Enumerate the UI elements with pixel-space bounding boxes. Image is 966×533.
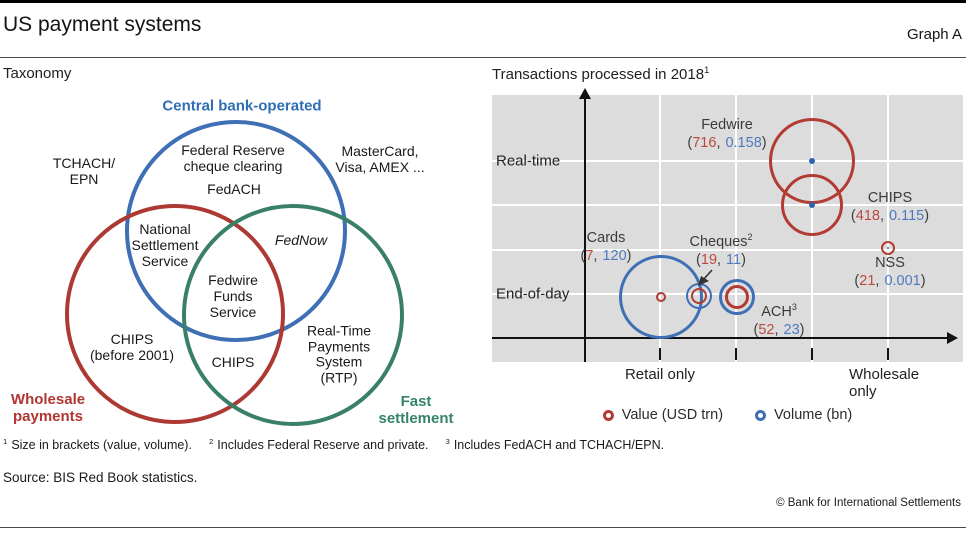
bubble-values: 7160.158 <box>687 135 766 153</box>
header-divider <box>0 57 966 58</box>
right-panel-title: Transactions processed in 20181 <box>492 65 709 83</box>
bubble-label-ach: ACH3 5223 <box>754 302 805 340</box>
bubble-name: Cheques2 <box>689 232 753 250</box>
x-axis-tick <box>887 348 889 360</box>
right-panel-title-text: Transactions processed in 2018 <box>492 66 705 83</box>
x-axis-label-retail-only: Retail only <box>624 366 696 383</box>
bubble-label-cheques: Cheques2 1911 <box>689 232 752 270</box>
venn-item-chips-before-2001: CHIPS (before 2001) <box>89 331 175 363</box>
bubble-name: Cards <box>586 230 626 246</box>
x-axis-tick <box>811 348 813 360</box>
bubble-values: 7120 <box>581 248 632 266</box>
bubble-name: NSS <box>875 255 905 271</box>
venn-item-fednow: FedNow <box>274 232 328 249</box>
venn-set-label-wholesale: Wholesale payments <box>10 390 86 425</box>
x-axis-tick <box>735 348 737 360</box>
venn-item-chips: CHIPS <box>211 354 255 371</box>
bubble-cards-value <box>656 292 666 302</box>
venn-item-fedwire-funds-service: Fedwire Funds Service <box>208 272 258 320</box>
y-axis <box>584 99 586 362</box>
venn-set-label-central-bank: Central bank-operated <box>162 97 322 115</box>
venn-item-rtp: Real-Time Payments System (RTP) <box>306 322 372 386</box>
bubble-chips-volume <box>809 202 815 208</box>
value-legend-icon <box>602 409 614 421</box>
bubble-label-nss: NSS 210.001 <box>854 255 925 291</box>
venn-item-mastercard-visa-amex: MasterCard, Visa, AMEX ... <box>335 143 425 175</box>
legend-volume-label: Volume (bn) <box>774 407 853 423</box>
x-axis-tick <box>659 348 661 360</box>
bubble-name: Fedwire <box>701 117 753 133</box>
bubble-name: ACH3 <box>761 302 797 320</box>
bubble-label-cards: Cards 7120 <box>581 230 632 266</box>
venn-item-tchach-epn: TCHACH/ EPN <box>52 155 116 187</box>
venn-item-national-settlement-service: National Settlement Service <box>131 221 199 269</box>
x-axis-label-wholesale-only: Wholesale only <box>849 366 920 400</box>
bubble-ach-volume <box>719 279 755 315</box>
bubble-cheques-value <box>691 288 707 304</box>
venn-diagram: Central bank-operated Wholesale payments… <box>0 90 483 435</box>
cheques-annotation-arrow-icon <box>698 269 713 286</box>
bubble-nss-volume <box>887 247 889 249</box>
bubble-chart-plot-area: Real-time End-of-day Fedwire 7160.158 CH… <box>492 88 963 362</box>
top-rule <box>0 0 966 3</box>
y-axis-label-end-of-day: End-of-day <box>496 285 570 303</box>
graph-label: Graph A <box>906 26 962 43</box>
gridline <box>659 95 661 362</box>
gridline <box>492 204 963 206</box>
chart-legend: Value (USD trn) Volume (bn) <box>492 407 963 423</box>
legend-item-volume: Volume (bn) <box>755 407 852 423</box>
bubble-ach-value <box>725 285 749 309</box>
venn-item-federal-reserve-cheque-clearing: Federal Reserve cheque clearing <box>181 142 285 174</box>
x-axis <box>492 337 949 339</box>
right-panel-title-footnote-marker: 1 <box>704 65 710 75</box>
bubble-label-chips: CHIPS 4180.115 <box>851 190 929 226</box>
bubble-values: 5223 <box>754 322 805 340</box>
gridline <box>887 95 889 362</box>
venn-set-label-fast-settlement: Fast settlement <box>378 392 454 427</box>
left-panel-title: Taxonomy <box>3 65 72 82</box>
y-axis-label-real-time: Real-time <box>496 152 561 170</box>
y-axis-arrow-icon <box>579 88 591 99</box>
bubble-name: CHIPS <box>867 190 913 206</box>
bubble-values: 210.001 <box>854 273 925 291</box>
venn-circle-fast-settlement <box>182 204 404 426</box>
bubble-fedwire-volume <box>809 158 815 164</box>
bubble-values: 4180.115 <box>851 208 929 226</box>
bubble-chips-value <box>781 174 843 236</box>
bubble-nss-value <box>881 241 895 255</box>
legend-value-label: Value (USD trn) <box>621 407 724 423</box>
page-title: US payment systems <box>3 13 202 36</box>
gridline <box>492 249 963 251</box>
source-note: Source: BIS Red Book statistics. <box>3 470 198 485</box>
bubble-values: 1911 <box>689 252 752 270</box>
volume-legend-icon <box>755 409 767 421</box>
legend-item-value: Value (USD trn) <box>602 407 724 423</box>
x-axis-arrow-icon <box>947 332 958 344</box>
gridline <box>735 95 737 362</box>
bottom-rule <box>0 527 966 528</box>
venn-item-fedach: FedACH <box>207 181 261 198</box>
gridline <box>492 160 963 162</box>
copyright-note: © Bank for International Settlements <box>776 497 961 509</box>
bubble-label-fedwire: Fedwire 7160.158 <box>687 117 766 153</box>
